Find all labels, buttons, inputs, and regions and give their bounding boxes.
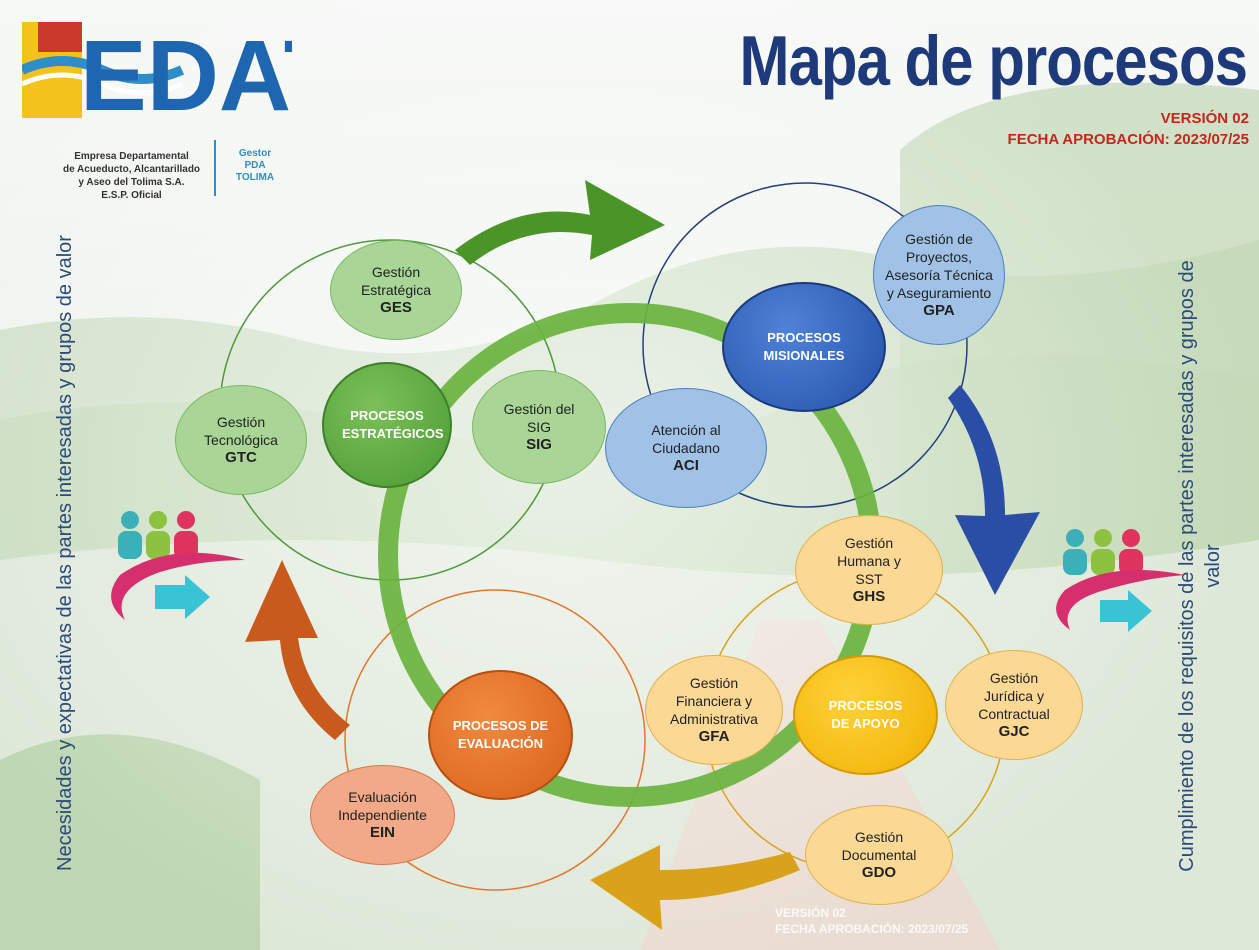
company-name: Empresa Departamental de Acueducto, Alca… [62, 151, 201, 201]
process-ges[interactable]: Gestión Estratégica GES [330, 240, 462, 340]
arrow-support-to-evaluation [590, 845, 800, 930]
page-title: Mapa de procesos [739, 21, 1248, 101]
process-gtc[interactable]: Gestión Tecnológica GTC [175, 385, 307, 495]
process-ghs[interactable]: Gestión Humana y SST GHS [795, 515, 943, 625]
missional-group-outline [642, 182, 968, 508]
version-label: VERSIÓN 02 [1160, 110, 1249, 127]
hub-support[interactable]: PROCESOS DE APOYO [793, 655, 938, 775]
hub-evaluation[interactable]: PROCESOS DE EVALUACIÓN [428, 670, 573, 800]
process-gjc[interactable]: Gestión Jurídica y Contractual GJC [945, 650, 1083, 760]
arrow-strategic-to-missional [455, 180, 665, 265]
arrow-evaluation-to-strategic [245, 560, 350, 740]
process-gfa[interactable]: Gestión Financiera y Administrativa GFA [645, 655, 783, 765]
svg-text:EDAT: EDAT [80, 22, 292, 122]
process-ein[interactable]: Evaluación Independiente EIN [310, 765, 455, 865]
gestor-pda-label: Gestor PDA TOLIMA [235, 148, 275, 183]
evaluation-group-outline [344, 589, 646, 891]
company-logo: EDAT Empresa Departamental de Acueducto,… [14, 12, 314, 212]
version-info: VERSIÓN 02 FECHA APROBACIÓN: 2023/07/25 [1008, 108, 1249, 150]
process-gpa[interactable]: Gestión de Proyectos, Asesoría Técnica y… [873, 205, 1005, 345]
process-gdo[interactable]: Gestión Documental GDO [805, 805, 953, 905]
edat-logo-icon: EDAT [22, 22, 292, 122]
stakeholders-right-icon [1056, 529, 1185, 632]
arrow-missional-to-support [948, 385, 1040, 595]
footer-watermark: VERSIÓN 02 FECHA APROBACIÓN: 2023/07/25 [775, 906, 969, 936]
process-aci[interactable]: Atención al Ciudadano ACI [605, 388, 767, 508]
hub-strategic[interactable]: PROCESOS ESTRATÉGICOS [322, 362, 452, 488]
process-sig[interactable]: Gestión del SIG SIG [472, 370, 606, 484]
approval-date: FECHA APROBACIÓN: 2023/07/25 [1007, 131, 1249, 148]
logo-divider [214, 140, 216, 196]
hub-missional[interactable]: PROCESOS MISIONALES [722, 282, 886, 412]
stakeholders-left-icon [111, 511, 245, 620]
